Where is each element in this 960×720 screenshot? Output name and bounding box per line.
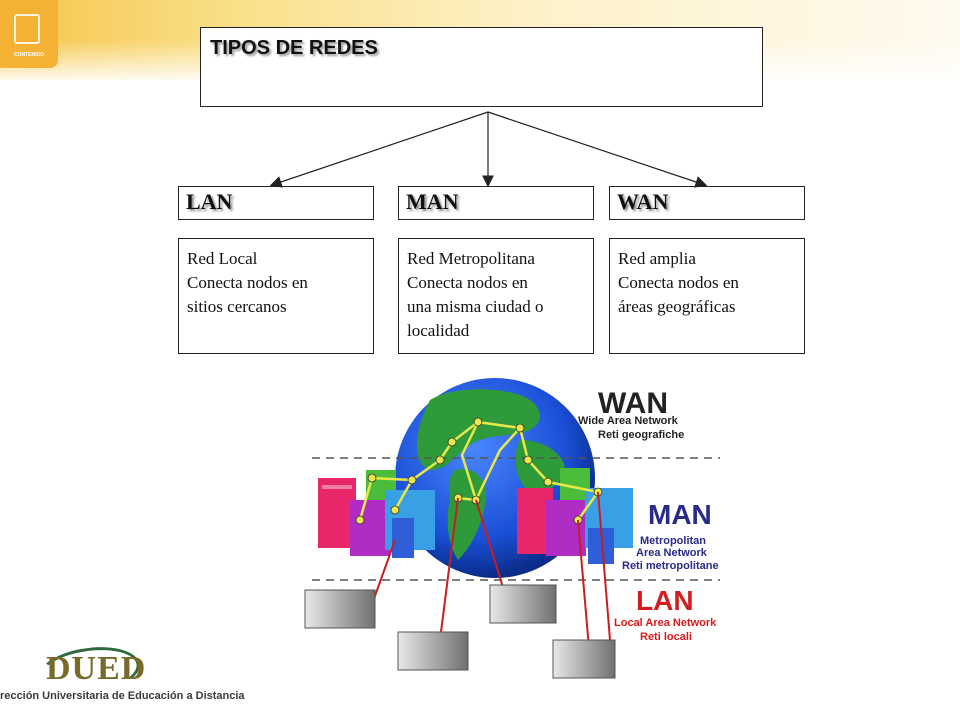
description-line: una misma ciudad o: [407, 297, 544, 316]
category-label-lan: LAN: [186, 189, 233, 214]
dued-institution-text: rección Universitaria de Educación a Dis…: [0, 690, 245, 702]
description-box-man: Red Metropolitana Conecta nodos en una m…: [398, 238, 594, 354]
lan-buildings: [304, 584, 616, 679]
description-line: áreas geográficas: [618, 297, 736, 316]
man-it-label: Reti metropolitane: [622, 560, 719, 572]
man-big-label: MAN: [648, 499, 712, 530]
page-title: TIPOS DE REDES: [210, 37, 378, 59]
content-tab[interactable]: CONTENIDO: [0, 0, 58, 68]
arrow-to-lan: [269, 111, 489, 188]
description-line: sitios cercanos: [187, 297, 287, 316]
city-left: [318, 470, 435, 558]
category-box-wan: WAN: [609, 186, 805, 220]
description-box-lan: Red Local Conecta nodos en sitios cercan…: [178, 238, 374, 354]
description-line: Conecta nodos en: [187, 273, 308, 292]
description-line: Conecta nodos en: [407, 273, 528, 292]
description-line: Red amplia: [618, 249, 696, 268]
wan-label-group: WAN Wide Area Network Reti geografiche: [578, 387, 684, 441]
lan-label-group: LAN Local Area Network Reti locali: [614, 585, 717, 643]
dued-logo: DUED: [46, 650, 147, 687]
calculator-icon: [14, 14, 40, 44]
description-box-wan: Red amplia Conecta nodos en áreas geográ…: [609, 238, 805, 354]
lan-it-label: Reti locali: [640, 631, 692, 643]
category-label-wan: WAN: [617, 189, 669, 214]
wan-big-label: WAN: [598, 387, 668, 420]
wan-en-label: Wide Area Network: [578, 415, 679, 427]
description-line: Conecta nodos en: [618, 273, 739, 292]
man-en1-label: Metropolitan: [640, 535, 706, 547]
description-line: localidad: [407, 321, 470, 340]
description-line: Red Local: [187, 249, 258, 268]
man-en2-label: Area Network: [636, 547, 708, 559]
category-box-lan: LAN: [178, 186, 374, 220]
description-line: Red Metropolitana: [407, 249, 535, 268]
lan-big-label: LAN: [636, 585, 694, 616]
content-tab-label: CONTENIDO: [14, 52, 44, 58]
wan-it-label: Reti geografiche: [598, 429, 684, 441]
arrow-to-wan: [487, 111, 708, 188]
title-box: TIPOS DE REDES: [200, 27, 763, 107]
man-label-group: MAN Metropolitan Area Network Reti metro…: [622, 499, 719, 572]
lan-en-label: Local Area Network: [614, 617, 717, 629]
category-label-man: MAN: [406, 189, 459, 214]
category-box-man: MAN: [398, 186, 594, 220]
